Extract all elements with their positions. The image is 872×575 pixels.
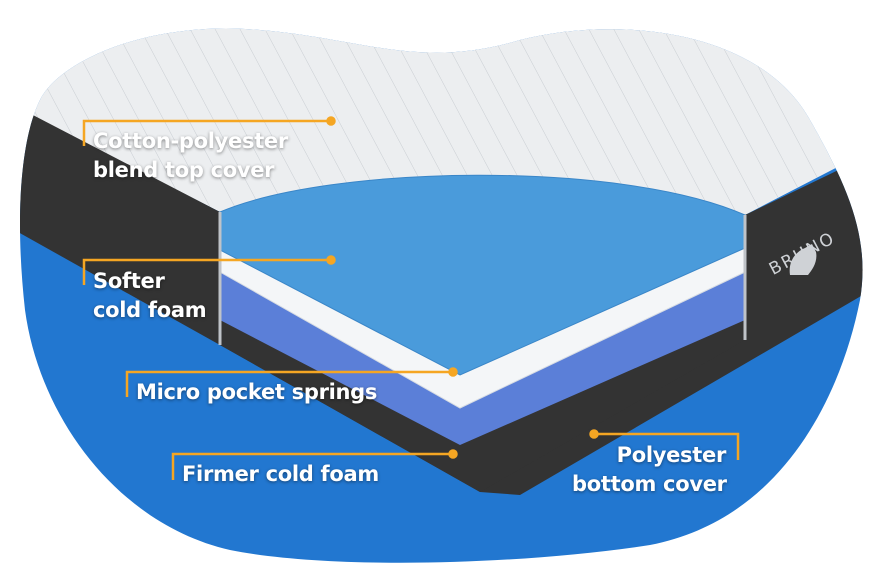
label-softer-foam: Softer cold foam	[93, 267, 207, 325]
bear-logo-icon	[789, 244, 817, 275]
label-top-cover: Cotton-polyester blend top cover	[93, 127, 288, 185]
label-bottom-cover: Polyester bottom cover	[572, 441, 727, 499]
label-line: Softer	[93, 269, 165, 293]
label-line: cold foam	[93, 298, 207, 322]
label-springs: Micro pocket springs	[136, 380, 378, 404]
label-line: Polyester	[616, 443, 727, 467]
gel-top-layer	[219, 174, 746, 376]
label-firmer-foam: Firmer cold foam	[182, 462, 379, 486]
left-side-dark	[20, 98, 220, 345]
label-line: blend top cover	[93, 158, 275, 182]
label-line: Cotton-polyester	[93, 129, 288, 153]
label-line: bottom cover	[572, 472, 727, 496]
firmer-foam-layer	[220, 262, 745, 445]
